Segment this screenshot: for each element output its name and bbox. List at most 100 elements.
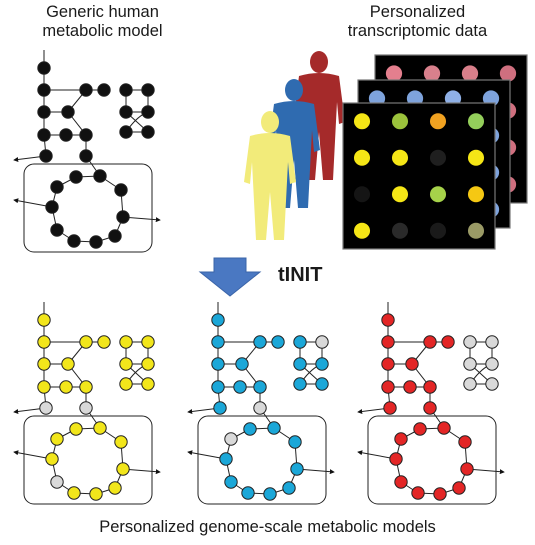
person-head [285,79,303,101]
metabolite-node [383,401,397,415]
metabolite-node [79,335,93,349]
metabolite-node [39,401,53,415]
metabolite-node [219,452,233,466]
metabolite-node [50,223,64,237]
metabolite-node [79,83,93,97]
person-head [310,51,328,73]
metabolite-node [37,335,51,349]
metabolite-node [423,401,437,415]
metabolite-node [89,487,103,501]
metabolite-node [119,377,133,391]
metabolite-node [213,401,227,415]
personalized-model-yellow [13,302,161,505]
metabolite-node [141,105,155,119]
metabolite-node [50,432,64,446]
expression-dot [467,149,485,166]
compartment-box [23,163,153,253]
metabolite-node [61,105,75,119]
metabolite-node [93,169,107,183]
generic-model-title-line2: metabolic model [42,22,163,40]
metabolite-node [224,475,238,489]
expression-dot [461,65,479,82]
metabolite-node [437,421,451,435]
expression-dot [391,113,409,130]
metabolite-node [413,422,427,436]
generic-model-title: Generic human metabolic model [0,3,205,41]
metabolite-node [263,487,277,501]
metabolite-node [253,401,267,415]
metabolite-node [282,481,296,495]
metabolite-node [211,380,225,394]
metabolite-node [69,170,83,184]
metabolite-node [141,83,155,97]
expression-dot [423,65,441,82]
metabolite-node [59,380,73,394]
transcriptomic-heatmaps [342,54,528,250]
metabolite-node [97,83,111,97]
metabolite-node [452,481,466,495]
metabolite-node [463,377,477,391]
compartment-box [23,415,153,505]
metabolite-node [59,128,73,142]
metabolite-node [381,313,395,327]
metabolite-node [116,462,130,476]
metabolite-node [119,125,133,139]
metabolite-node [50,180,64,194]
metabolite-node [233,380,247,394]
metabolite-node [45,452,59,466]
metabolite-node [315,377,329,391]
metabolite-node [37,105,51,119]
generic-metabolic-network [13,50,161,253]
personalized-model-blue [187,302,335,505]
metabolite-node [79,380,93,394]
metabolite-node [394,432,408,446]
expression-dot [353,113,371,130]
metabolite-node [463,357,477,371]
metabolite-node [37,128,51,142]
metabolite-node [224,432,238,446]
metabolite-node [403,380,417,394]
metabolite-node [119,105,133,119]
metabolite-node [79,128,93,142]
expression-dot [385,65,403,82]
transcriptomic-title-line1: Personalized [369,3,466,21]
metabolite-node [108,481,122,495]
transcriptomic-data-title: Personalized transcriptomic data [300,3,535,41]
metabolite-node [37,61,51,75]
metabolite-node [141,377,155,391]
metabolite-node [441,335,455,349]
metabolite-node [253,380,267,394]
metabolite-node [39,149,53,163]
expression-dot [429,222,447,239]
metabolite-node [290,462,304,476]
compartment-box [367,415,497,505]
metabolite-node [50,475,64,489]
compartment-box [197,415,327,505]
expression-dot [467,222,485,239]
metabolite-node [119,83,133,97]
metabolite-node [61,357,75,371]
metabolite-node [211,313,225,327]
metabolite-node [211,335,225,349]
metabolite-node [141,357,155,371]
metabolite-node [267,421,281,435]
metabolite-node [141,125,155,139]
metabolite-node [389,452,403,466]
metabolite-node [69,422,83,436]
metabolite-node [37,380,51,394]
caption: Personalized genome-scale metabolic mode… [99,518,436,536]
expression-dot [429,113,447,130]
expression-dot [467,113,485,130]
heatmap-front [342,102,496,250]
metabolite-node [485,377,499,391]
metabolite-node [463,335,477,349]
metabolite-node [67,234,81,248]
metabolite-node [315,357,329,371]
metabolite-node [394,475,408,489]
expression-dot [353,222,371,239]
metabolite-node [141,335,155,349]
metabolite-node [485,335,499,349]
metabolite-node [114,183,128,197]
down-arrow-icon [198,257,262,297]
